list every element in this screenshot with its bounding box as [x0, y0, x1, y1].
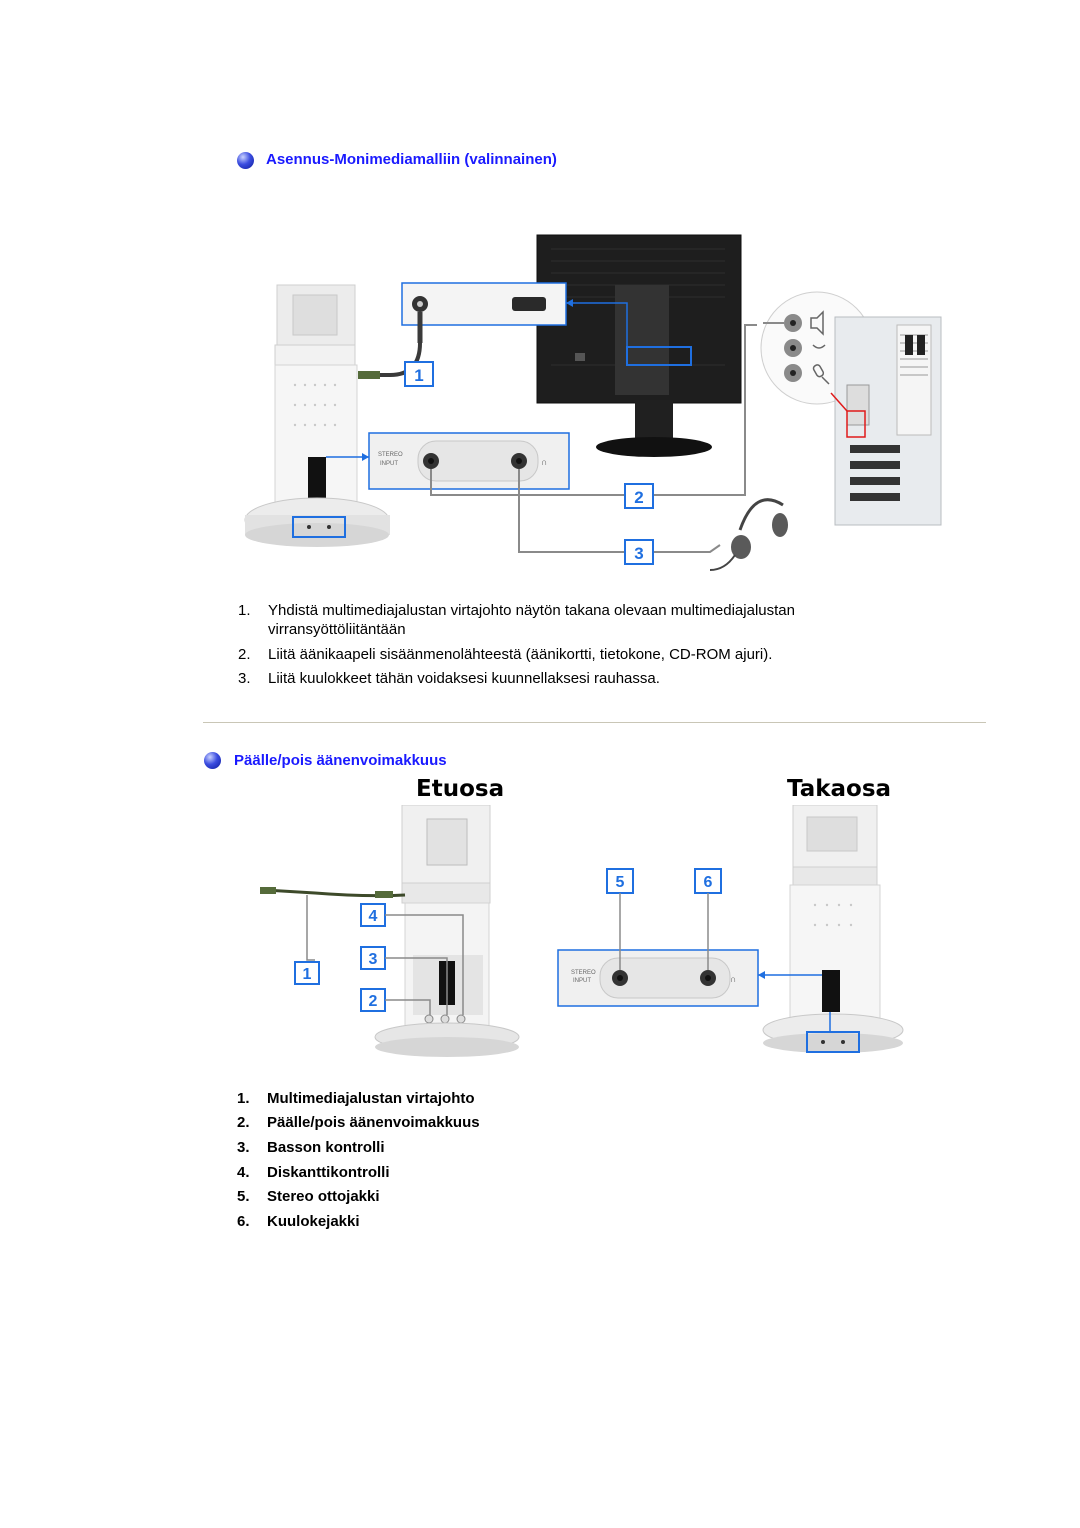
step-text: Liitä äänikaapeli sisäänmenolähteestä (ä… [268, 646, 773, 663]
legend-text: Basson kontrolli [267, 1139, 385, 1156]
stereo-label: STEREO [378, 452, 403, 458]
svg-text:2: 2 [369, 993, 378, 1010]
legend-number: 4. [237, 1164, 250, 1181]
stereo-input-panel: STEREO INPUT ∩ [557, 949, 759, 1007]
callout-6: 6 [694, 868, 722, 894]
svg-text:∩: ∩ [541, 457, 547, 467]
input-label: INPUT [380, 461, 398, 467]
svg-text:6: 6 [704, 874, 713, 891]
legend-text: Päälle/pois äänenvoimakkuus [267, 1114, 480, 1131]
multimedia-stand [244, 284, 390, 547]
headphone-icon [709, 498, 788, 571]
svg-text:4: 4 [369, 908, 378, 925]
svg-text:5: 5 [616, 874, 625, 891]
volume-controls-diagram: 1 2 3 4 STEREO INPUT ∩ 5 6 [260, 805, 904, 1057]
power-connector-panel [358, 282, 628, 379]
step-text: Yhdistä multimediajalustan virtajohto nä… [268, 602, 795, 638]
legend-text: Stereo ottojakki [267, 1188, 380, 1205]
step-3: 3. Liitä kuulokkeet tähän voidaksesi kuu… [238, 669, 888, 689]
back-label: Takaosa [787, 776, 892, 802]
legend-number: 5. [237, 1188, 250, 1205]
legend-text: Multimediajalustan virtajohto [267, 1090, 475, 1107]
svg-text:2: 2 [634, 488, 643, 507]
pc-tower [830, 316, 942, 526]
step-1: 1. Yhdistä multimediajalustan virtajohto… [238, 601, 888, 641]
callout-1: 1 [294, 961, 320, 985]
stereo-input-panel: STEREO INPUT ∩ [326, 432, 570, 490]
legend-item: 6. Kuulokejakki [237, 1213, 360, 1230]
section-title-installation: Asennus-Monimediamalliin (valinnainen) [266, 151, 557, 168]
legend-item: 1. Multimediajalustan virtajohto [237, 1090, 475, 1107]
legend-text: Kuulokejakki [267, 1213, 360, 1230]
section-title-volume: Päälle/pois äänenvoimakkuus [234, 752, 447, 769]
legend-item: 4. Diskanttikontrolli [237, 1164, 390, 1181]
step-number: 1. [238, 602, 251, 619]
svg-text:∩: ∩ [730, 974, 736, 984]
callout-2: 2 [624, 483, 654, 509]
legend-number: 2. [237, 1114, 250, 1131]
microphone-icon [812, 364, 830, 385]
back-stand [758, 805, 904, 1053]
stereo-label: STEREO [571, 970, 596, 976]
legend-item: 5. Stereo ottojakki [237, 1188, 380, 1205]
bullet-icon [204, 752, 221, 769]
callout-3: 3 [624, 539, 654, 565]
input-label: INPUT [573, 978, 591, 984]
legend-number: 6. [237, 1213, 250, 1230]
svg-text:3: 3 [634, 544, 643, 563]
legend-number: 3. [237, 1139, 250, 1156]
callout-4: 4 [360, 903, 386, 927]
callout-5: 5 [606, 868, 634, 894]
front-label: Etuosa [416, 776, 505, 802]
audio-cables [430, 324, 757, 553]
legend-text: Diskanttikontrolli [267, 1164, 390, 1181]
legend-item: 3. Basson kontrolli [237, 1139, 385, 1156]
step-number: 2. [238, 646, 251, 663]
callout-2: 2 [360, 988, 386, 1012]
callout-3: 3 [360, 946, 386, 970]
legend-number: 1. [237, 1090, 250, 1107]
svg-text:1: 1 [303, 966, 312, 983]
step-number: 3. [238, 670, 251, 687]
svg-text:1: 1 [414, 366, 423, 385]
speaker-icon [810, 310, 824, 336]
svg-text:3: 3 [369, 951, 378, 968]
installation-diagram: STEREO INPUT ∩ 1 2 3 [244, 234, 942, 571]
bullet-icon [237, 152, 254, 169]
step-text: Liitä kuulokkeet tähän voidaksesi kuunne… [268, 670, 660, 687]
monitor-back [536, 234, 742, 457]
callout-1: 1 [404, 361, 434, 387]
step-2: 2. Liitä äänikaapeli sisäänmenolähteestä… [238, 645, 888, 665]
legend-item: 2. Päälle/pois äänenvoimakkuus [237, 1114, 480, 1131]
front-stand [374, 805, 520, 1057]
section-divider [203, 722, 986, 723]
